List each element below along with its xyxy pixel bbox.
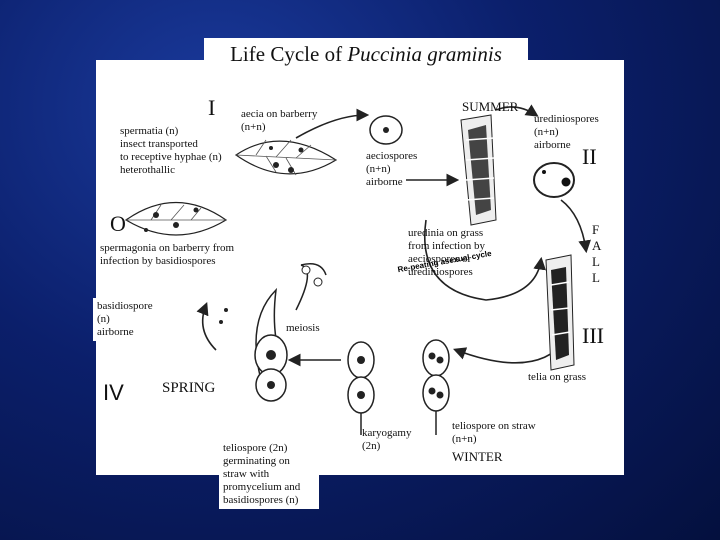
label-meiosis: meiosis [286,322,320,334]
cycle-arrow-summer-to-urediniospores [495,104,539,117]
cycle-arrow-fall [560,199,591,254]
life-cycle-diagram: Re-peating asexual cycle [124,104,591,435]
stage-numeral-zero: O [110,211,126,236]
karyogamy-teliospore-illustration [347,341,375,435]
season-fall: F A L L [592,222,602,285]
stage-numeral-four: IV [103,380,124,405]
season-spring: SPRING [162,380,216,396]
label-spermatia: spermatia (n) insect transported to rece… [120,125,222,176]
label-urediniospores: urediniospores (n+n) airborne [534,113,599,151]
telia-grass-illustration [545,254,575,371]
season-winter: WINTER [452,449,503,464]
label-teliospore-germinating: teliospore (2n) germinating on straw wit… [219,440,319,509]
stage-numeral-two: II [582,144,597,169]
season-summer: SUMMER [462,99,519,114]
title-prefix: Life Cycle of [230,42,348,66]
straw-teliospore-illustration [422,339,450,435]
label-spermagonia: spermagonia on barberry from infection b… [96,240,239,270]
urediniospore-illustration [533,162,575,198]
stage-numeral-one: I [208,95,216,120]
title-species: Puccinia graminis [347,42,502,66]
label-teliospore-straw: teliospore on straw (n+n) [452,420,536,445]
uredinia-grass-illustration [460,114,497,226]
repeating-loop-arc [424,219,546,301]
stage-numeral-three: III [582,323,604,348]
diagram-title: Life Cycle of Puccinia graminis [204,38,528,70]
barberry-leaf-spermagonia [124,202,228,236]
label-karyogamy: karyogamy (2n) [362,427,412,452]
label-uredinia: uredinia on grass from infection by aeci… [408,227,485,278]
promycelium-illustration [219,263,327,402]
cycle-arrow-aecia-to-aeciospores [295,108,370,139]
label-aeciospores: aeciospores (n+n) airborne [366,150,418,188]
label-aecia: aecia on barberry (n+n) [241,108,318,133]
barberry-leaf-aecia [234,139,338,176]
aeciospore-illustration [369,115,403,145]
label-telia: telia on grass [528,371,587,383]
label-basidiospore: basidiospore (n) airborne [93,298,167,341]
cycle-arrow-basidiospore-to-spermagonia [196,302,217,351]
